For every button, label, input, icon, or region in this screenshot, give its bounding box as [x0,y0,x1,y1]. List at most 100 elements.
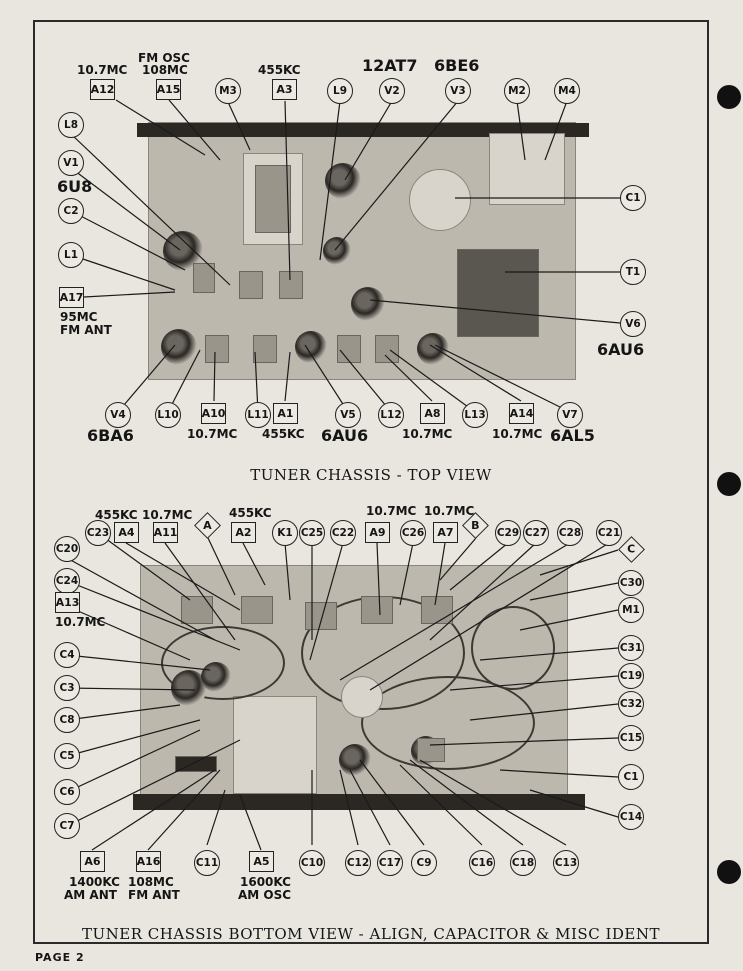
note-108mc: 108MC [142,63,188,77]
label-c30: C30 [618,570,644,596]
note-10-7mc-a13: 10.7MC [55,615,106,629]
note-455kc-a1: 455KC [262,427,305,441]
label-v3: V3 [445,78,471,104]
note-fm-ant: FM ANT [60,323,112,337]
note-6u8: 6U8 [57,177,93,196]
note-6au6-v6: 6AU6 [597,340,645,359]
note-10-7mc-a7: 10.7MC [424,504,475,518]
label-c5: C5 [54,743,80,769]
label-l10: L10 [155,402,181,428]
label-c-text: C [627,542,636,556]
label-c4: C4 [54,642,80,668]
label-c2: C2 [58,198,84,224]
label-c25: C25 [299,520,325,546]
label-c18: C18 [510,850,536,876]
label-v1: V1 [58,150,84,176]
label-a7: A7 [433,522,458,543]
label-c6: C6 [54,779,80,805]
label-l8: L8 [58,112,84,138]
label-a16: A16 [136,851,161,872]
note-6al5: 6AL5 [550,426,595,445]
label-a17: A17 [59,287,84,308]
label-l12: L12 [378,402,404,428]
note-10-7mc-a9: 10.7MC [366,504,417,518]
label-a4: A4 [114,522,139,543]
label-v2: V2 [379,78,405,104]
label-c3: C3 [54,675,80,701]
note-10-7mc-a8: 10.7MC [402,427,453,441]
note-6ba6: 6BA6 [87,426,134,445]
note-1400kc: 1400KC [69,875,120,889]
note-fm-ant-a16: FM ANT [128,888,180,902]
note-455kc-a2: 455KC [229,506,272,520]
binder-hole-top [717,85,741,109]
label-k1: K1 [272,520,298,546]
label-m4: M4 [554,78,580,104]
label-c13: C13 [553,850,579,876]
top-view-chassis-photo [137,122,589,380]
note-108mc-a16: 108MC [128,875,174,889]
label-c22: C22 [330,520,356,546]
label-a9: A9 [365,522,390,543]
label-m3: M3 [215,78,241,104]
label-c23: C23 [85,520,111,546]
top-view-caption: TUNER CHASSIS - TOP VIEW [250,466,492,484]
label-a2: A2 [231,522,256,543]
note-fm-osc: FM OSC [138,51,190,65]
label-c9: C9 [411,850,437,876]
label-c17: C17 [377,850,403,876]
label-c32: C32 [618,691,644,717]
bottom-view-chassis-photo [133,565,585,810]
note-10-7mc-a11: 10.7MC [142,508,193,522]
note-am-ant: AM ANT [64,888,117,902]
label-m2: M2 [504,78,530,104]
note-95mc: 95MC [60,310,98,324]
label-c8: C8 [54,707,80,733]
label-v7: V7 [557,402,583,428]
label-l9: L9 [327,78,353,104]
page-label: PAGE 2 [35,951,85,964]
label-c19: C19 [618,663,644,689]
label-l13: L13 [462,402,488,428]
label-v6: V6 [620,311,646,337]
label-c26: C26 [400,520,426,546]
label-a14: A14 [509,403,534,424]
label-c7: C7 [54,813,80,839]
label-c31: C31 [618,635,644,661]
note-1600kc: 1600KC [240,875,291,889]
note-455kc-a3: 455KC [258,63,301,77]
label-a5: A5 [249,851,274,872]
label-c21: C21 [596,520,622,546]
label-c16: C16 [469,850,495,876]
note-10-7mc-a10: 10.7MC [187,427,238,441]
label-a6: A6 [80,851,105,872]
note-6au6-v5: 6AU6 [321,426,369,445]
label-c1-top: C1 [620,185,646,211]
label-c27: C27 [523,520,549,546]
label-c24: C24 [54,568,80,594]
label-m1: M1 [618,597,644,623]
label-c20: C20 [54,536,80,562]
note-455kc-a4: 455KC [95,508,138,522]
label-a13: A13 [55,592,80,613]
label-c10: C10 [299,850,325,876]
label-c29: C29 [495,520,521,546]
label-a10: A10 [201,403,226,424]
label-a12: A12 [90,79,115,100]
label-l1: L1 [58,242,84,268]
label-c1-bottom: C1 [618,764,644,790]
label-c28: C28 [557,520,583,546]
label-a-text: A [203,518,212,532]
label-b-text: B [471,518,480,532]
label-v4: V4 [105,402,131,428]
label-t1: T1 [620,259,646,285]
label-a3: A3 [272,79,297,100]
label-c11: C11 [194,850,220,876]
page-border [33,20,709,944]
label-c12: C12 [345,850,371,876]
label-l11: L11 [245,402,271,428]
label-a11: A11 [153,522,178,543]
note-10-7mc-a14: 10.7MC [492,427,543,441]
label-a15: A15 [156,79,181,100]
bottom-view-caption: TUNER CHASSIS BOTTOM VIEW - ALIGN, CAPAC… [82,925,660,943]
